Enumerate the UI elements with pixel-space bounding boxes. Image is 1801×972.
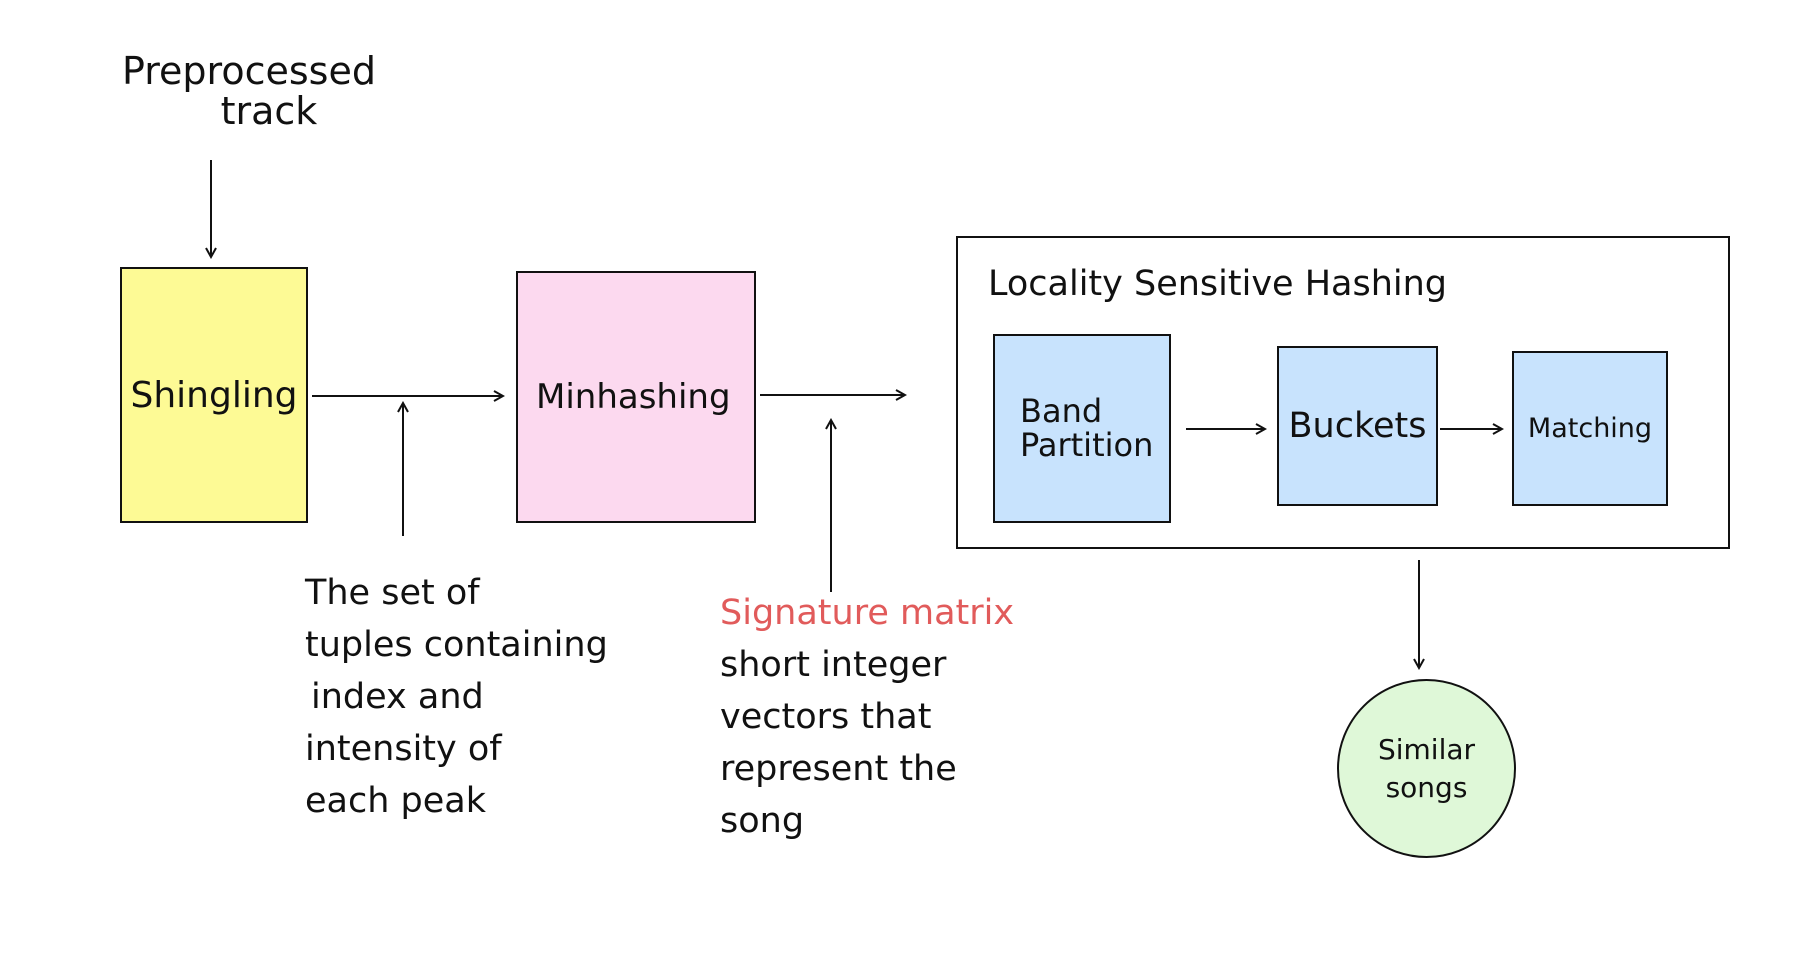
signature-note-line: vectors that <box>720 697 932 737</box>
lsh-title: Locality Sensitive Hashing <box>988 264 1448 304</box>
signature-note-line: represent the <box>720 749 957 789</box>
band-partition-box: Band Partition <box>993 334 1171 523</box>
matching-label: Matching <box>1527 413 1653 444</box>
similar-songs-line1: Similar <box>1377 732 1476 766</box>
minhashing-label: Minhashing <box>536 377 731 417</box>
band-partition-line1: Band <box>1020 391 1103 430</box>
signature-note-line: song <box>720 801 805 841</box>
signature-note-line: short integer <box>720 645 947 685</box>
minhashing-box: Minhashing <box>516 271 756 523</box>
shingles-note-line: intensity of <box>305 729 502 769</box>
shingles-note-line: index and <box>311 677 484 717</box>
buckets-box: Buckets <box>1277 346 1438 506</box>
input-label-line1: Preprocessed <box>122 49 376 93</box>
input-label: Preprocessed track <box>122 49 376 133</box>
buckets-label: Buckets <box>1288 406 1427 446</box>
band-partition-label: Band Partition <box>1020 391 1154 464</box>
shingles-note-line: The set of <box>305 573 480 613</box>
band-partition-line2: Partition <box>1020 425 1154 464</box>
shingling-label: Shingling <box>130 374 298 416</box>
matching-box: Matching <box>1512 351 1668 506</box>
shingles-note-line: tuples containing <box>305 625 608 665</box>
signature-note: Signature matrix short integer vectors t… <box>720 587 1014 847</box>
shingles-note: The set of tuples containing index and i… <box>305 567 608 827</box>
similar-songs-circle: Similar songs <box>1337 679 1516 858</box>
similar-songs-line2: songs <box>1385 770 1468 804</box>
signature-note-title: Signature matrix <box>720 593 1015 633</box>
input-label-line2: track <box>220 88 318 133</box>
shingles-note-line: each peak <box>305 781 486 821</box>
lsh-container: Locality Sensitive Hashing <box>956 236 1730 549</box>
shingling-box: Shingling <box>120 267 308 523</box>
